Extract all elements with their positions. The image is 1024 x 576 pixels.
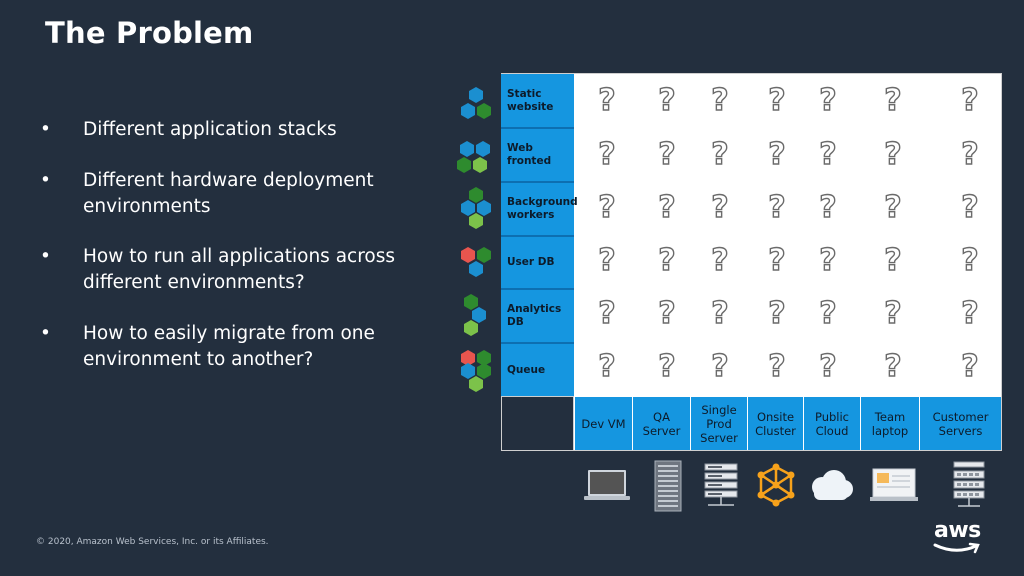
unknown-cell-icon: ? [819,243,838,278]
unknown-cell-icon: ? [819,83,838,118]
unknown-cell-icon: ? [884,243,903,278]
bullet-item: • How to run all applications across diff… [40,244,420,296]
unknown-cell-icon: ? [658,83,677,118]
bullet-item: • Different hardware deployment environme… [40,168,420,220]
unknown-cell-icon: ? [658,296,677,331]
aws-logo-text: aws [934,518,981,543]
unknown-cell-icon: ? [658,243,677,278]
unknown-cell-icon: ? [768,349,787,384]
col-head-single-prod-server: Single Prod Server [691,397,748,450]
unknown-cell-icon: ? [711,137,730,172]
unknown-cell-icon: ? [961,190,980,225]
unknown-cell-icon: ? [658,349,677,384]
bullet-text: How to run all applications across diffe… [83,246,395,293]
unknown-cell-icon: ? [598,190,617,225]
stack-icon-static [461,87,491,119]
unknown-cell-icon: ? [711,349,730,384]
unknown-cell-icon: ? [884,349,903,384]
stack-icon-analytics [464,294,486,336]
row-label-analytics-db: Analytics DB [501,290,574,344]
monitor-icon [870,468,918,501]
unknown-cell-icon: ? [884,137,903,172]
aws-logo: aws [932,518,986,558]
unknown-cell-icon: ? [884,190,903,225]
unknown-cell-icon: ? [598,137,617,172]
server-stack-icon [704,463,738,506]
col-head-customer-servers: Customer Servers [920,397,1001,450]
laptop-icon [584,470,630,500]
unknown-cell-icon: ? [711,190,730,225]
unknown-cell-icon: ? [768,296,787,331]
unknown-cell-icon: ? [819,296,838,331]
unknown-cell-icon: ? [961,296,980,331]
unknown-cell-icon: ? [819,190,838,225]
unknown-cell-icon: ? [961,137,980,172]
aws-smile-icon [933,542,980,554]
unknown-cell-icon: ? [658,137,677,172]
unknown-cell-icon: ? [961,243,980,278]
matrix-corner [501,396,574,451]
col-head-public-cloud: Public Cloud [804,397,861,450]
col-head-qa-server: QA Server [633,397,691,450]
stack-icon-web [457,141,490,173]
bullet-dot: • [40,322,51,344]
compatibility-matrix [501,73,1002,451]
unknown-cell-icon: ? [961,83,980,118]
unknown-cell-icon: ? [884,83,903,118]
unknown-cell-icon: ? [598,83,617,118]
stack-icon-queue [461,350,491,392]
row-label-static-website: Static website [501,74,574,129]
bullet-list: • Different application stacks • Different… [40,117,420,397]
bullet-item: • Different application stacks [40,117,420,143]
bullet-dot: • [40,246,51,267]
stack-icon-workers [461,187,491,229]
unknown-cell-icon: ? [658,190,677,225]
unknown-cell-icon: ? [768,83,787,118]
col-head-team-laptop: Team laptop [861,397,920,450]
bullet-dot: • [40,169,51,191]
unknown-cell-icon: ? [598,296,617,331]
unknown-cell-icon: ? [598,349,617,384]
bullet-text: Different application stacks [83,119,337,140]
bullet-dot: • [40,119,51,140]
unknown-cell-icon: ? [768,190,787,225]
col-head-onsite-cluster: Onsite Cluster [748,397,804,450]
unknown-cell-icon: ? [819,349,838,384]
row-label-web-fronted: Web fronted [501,129,574,183]
row-label-background-workers: Background workers [501,183,578,237]
datacenter-icon [953,461,985,507]
col-head-dev-vm: Dev VM [575,397,633,450]
row-label-queue: Queue [501,344,574,397]
unknown-cell-icon: ? [711,296,730,331]
unknown-cell-icon: ? [961,349,980,384]
cloud-icon [812,470,853,500]
unknown-cell-icon: ? [884,296,903,331]
cluster-cube-icon [757,463,795,507]
bullet-text: How to easily migrate from one environme… [83,322,375,370]
bullet-text: Different hardware deployment environmen… [83,169,374,217]
bullet-item: • How to easily migrate from one environm… [40,321,420,373]
unknown-cell-icon: ? [711,83,730,118]
server-rack-icon [654,460,682,512]
stack-icon-userdb [461,247,491,277]
page-title: The Problem [45,16,254,50]
unknown-cell-icon: ? [819,137,838,172]
unknown-cell-icon: ? [768,137,787,172]
copyright-footer: © 2020, Amazon Web Services, Inc. or its… [36,537,269,547]
unknown-cell-icon: ? [711,243,730,278]
unknown-cell-icon: ? [598,243,617,278]
unknown-cell-icon: ? [768,243,787,278]
row-label-user-db: User DB [501,237,574,290]
